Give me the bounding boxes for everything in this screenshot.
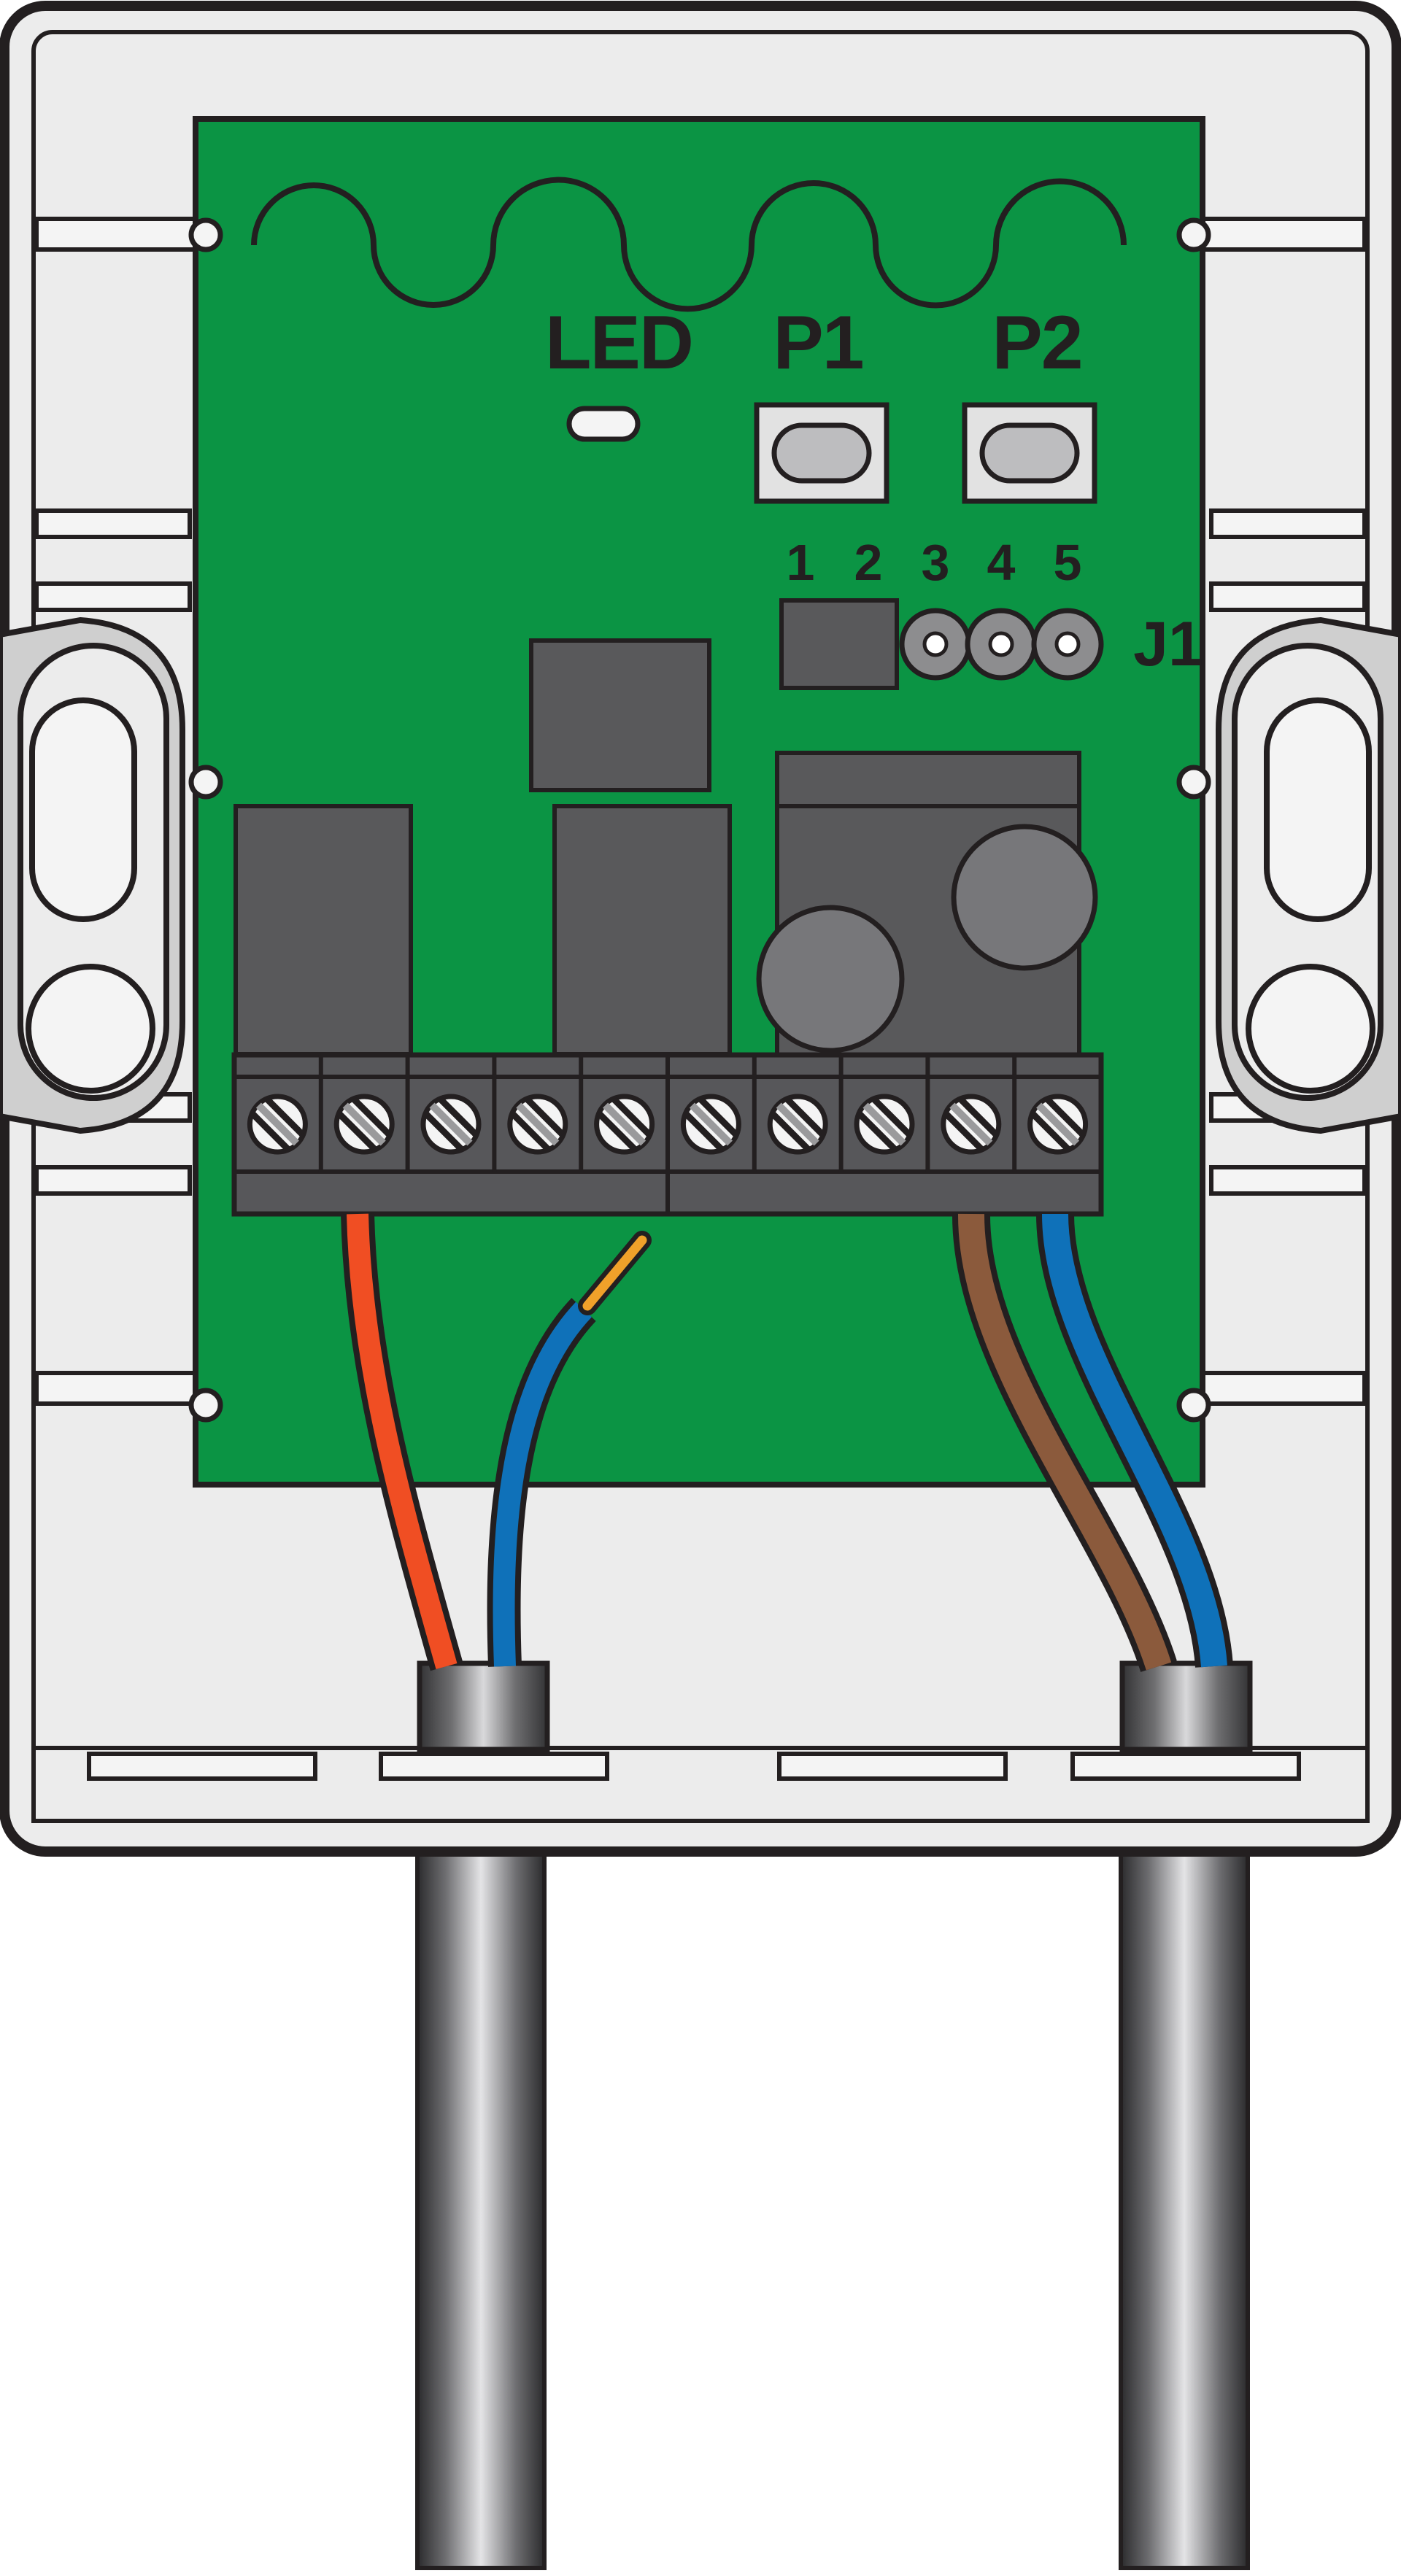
relay-left	[234, 804, 413, 1056]
terminal-screw-10[interactable]	[1027, 1094, 1089, 1155]
cable-right	[1119, 1836, 1250, 2570]
terminal-screw-7[interactable]	[767, 1094, 828, 1155]
ic-chip	[529, 638, 711, 792]
p1-button[interactable]	[754, 402, 889, 504]
p1-label: P1	[773, 301, 862, 385]
terminal-screw-1[interactable]	[247, 1094, 308, 1155]
j1-jumper[interactable]	[779, 598, 1104, 690]
p2-button[interactable]	[962, 402, 1097, 504]
cable-gland-left	[417, 1660, 550, 1752]
led-label: LED	[545, 301, 692, 385]
wire-brown	[952, 1213, 1177, 1672]
wire-red	[341, 1213, 463, 1671]
cable-left	[415, 1836, 547, 2570]
pcb-trace-wave	[251, 177, 1127, 312]
capacitor-small	[756, 905, 905, 1053]
j1-pin-label-2: 2	[854, 534, 883, 591]
j1-pin-label-5: 5	[1054, 534, 1082, 591]
terminal-screw-2[interactable]	[333, 1094, 395, 1155]
cable-gland-right	[1119, 1660, 1253, 1752]
led-indicator	[566, 406, 641, 442]
j1-pin-label-4: 4	[987, 534, 1016, 591]
wire-blue	[1036, 1213, 1233, 1668]
mounting-lug-left	[0, 616, 185, 1134]
capacitor-large	[951, 824, 1098, 971]
wire-blue-cut	[487, 1231, 652, 1667]
j1-pin-label-3: 3	[922, 534, 950, 591]
j1-open-pins	[899, 608, 1104, 681]
terminal-screw-8[interactable]	[854, 1094, 915, 1155]
terminal-block	[231, 1052, 1104, 1217]
p2-label: P2	[992, 301, 1081, 385]
j1-jumper-cap[interactable]	[779, 598, 899, 690]
j1-pin-label-1: 1	[787, 534, 815, 591]
terminal-screw-5[interactable]	[594, 1094, 655, 1155]
terminal-screw-3[interactable]	[420, 1094, 482, 1155]
j1-label: J1	[1133, 609, 1203, 679]
relay-center	[552, 804, 732, 1056]
mounting-lug-right	[1216, 616, 1401, 1134]
terminal-screw-4[interactable]	[507, 1094, 568, 1155]
terminal-screw-6[interactable]	[680, 1094, 741, 1155]
terminal-screw-9[interactable]	[941, 1094, 1002, 1155]
power-module	[756, 751, 1098, 1058]
